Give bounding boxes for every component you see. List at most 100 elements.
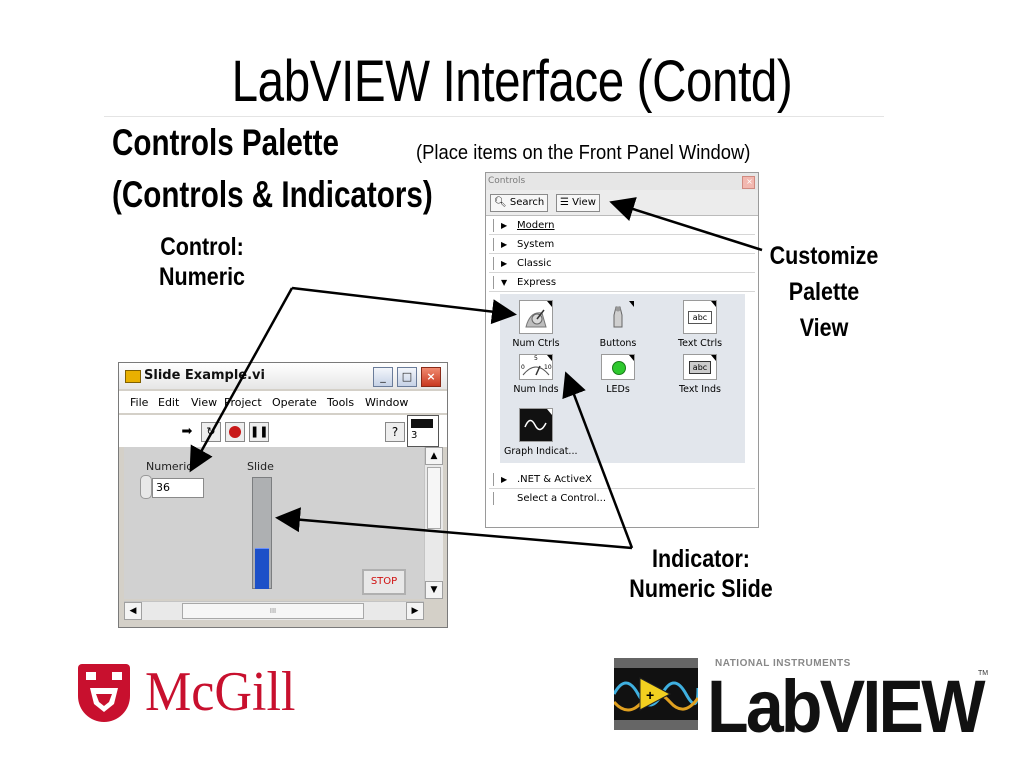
palette-category-modern[interactable]: ▶ Modern	[489, 217, 755, 235]
palette-item-graph-indicators[interactable]: Graph Indicat...	[504, 408, 577, 457]
submenu-triangle-icon	[711, 301, 716, 307]
numeric-increment-decrement[interactable]	[140, 475, 152, 499]
callout-customize-line1: Customize	[769, 242, 879, 270]
expand-arrow-icon: ▶	[501, 475, 508, 484]
submenu-triangle-icon	[547, 409, 552, 415]
palette-item-label: Buttons	[599, 338, 637, 349]
text-ctrl-sample: abc	[688, 311, 712, 324]
scroll-right-icon[interactable]: ▶	[406, 602, 424, 620]
callout-indicator-slide: Indicator: Numeric Slide	[611, 544, 792, 604]
palette-item-text-ctrls[interactable]: abc Text Ctrls	[668, 300, 732, 349]
menu-window[interactable]: Window	[365, 396, 409, 409]
palette-view-label: View	[572, 197, 596, 208]
arrow-indicator-to-slide	[275, 507, 633, 550]
arrow-customize-to-view-button	[609, 197, 763, 252]
title-divider	[104, 116, 884, 117]
heading-controls-palette: Controls Palette	[112, 122, 339, 163]
slide-title: LabVIEW Interface (Contd)	[231, 49, 793, 114]
labview-badge-logo: +	[612, 658, 700, 730]
category-label: Express	[517, 277, 557, 288]
front-panel-area: Numeric 36 Slide STOP	[124, 447, 424, 599]
palette-item-text-inds[interactable]: abc Text Inds	[668, 354, 732, 395]
slide-fill-level	[255, 548, 269, 589]
palette-close-button[interactable]: ×	[742, 176, 755, 189]
graph-indicators-icon	[519, 408, 553, 442]
palette-search-button[interactable]: 🔍︎ Search	[490, 194, 549, 212]
stop-button[interactable]: STOP	[362, 569, 406, 595]
palette-item-num-inds[interactable]: 0 5 10 Num Inds	[504, 354, 568, 395]
buttons-icon	[601, 300, 635, 334]
svg-text:+: +	[646, 687, 654, 703]
gauge-scale-mid: 5	[534, 355, 538, 362]
submenu-triangle-icon	[547, 355, 552, 361]
palette-item-num-ctrls[interactable]: Num Ctrls	[504, 300, 568, 349]
palette-category-classic[interactable]: ▶ Classic	[489, 255, 755, 273]
arrow-indicator-to-num-inds	[562, 371, 634, 549]
menu-view[interactable]: View	[191, 396, 218, 409]
express-items-area: Num Ctrls Buttons abc Text Ctrls 0 5 10	[500, 294, 745, 463]
vertical-scrollbar[interactable]: ▲ ▼	[424, 447, 443, 599]
menu-file[interactable]: File	[130, 396, 149, 409]
category-grip	[493, 257, 494, 270]
help-button[interactable]: ?	[385, 422, 405, 442]
menu-edit[interactable]: Edit	[158, 396, 180, 409]
labview-wordmark: LabVIEW	[707, 665, 985, 748]
palette-item-label: Num Inds	[513, 384, 559, 395]
vi-titlebar[interactable]: Slide Example.vi _ □ ×	[119, 363, 447, 389]
icon-grid-graphic	[411, 419, 433, 428]
numeric-control-field[interactable]: 36	[152, 478, 204, 498]
pause-icon[interactable]: ❚❚	[249, 422, 269, 442]
minimize-button[interactable]: _	[373, 367, 393, 387]
mcgill-shield-logo	[78, 664, 130, 722]
arrow-control-to-numeric-field	[189, 287, 294, 473]
trademark-symbol: TM	[978, 670, 989, 677]
palette-select-control[interactable]: Select a Control...	[489, 490, 755, 507]
palette-item-label: Text Ctrls	[677, 338, 723, 349]
palette-item-leds[interactable]: LEDs	[586, 354, 650, 395]
palette-view-button[interactable]: ☰ View	[556, 194, 600, 212]
gauge-scale-max: 10	[544, 364, 552, 371]
menu-project[interactable]: Project	[224, 396, 262, 409]
scroll-left-icon[interactable]: ◀	[124, 602, 142, 620]
callout-control-line1: Control:	[160, 233, 244, 261]
mcgill-wordmark: McGill	[145, 661, 296, 723]
palette-search-label: Search	[509, 197, 545, 208]
submenu-triangle-icon	[629, 301, 634, 307]
connector-pane-icon[interactable]: 3	[407, 415, 439, 447]
submenu-triangle-icon	[711, 355, 716, 361]
palette-category-express[interactable]: ▼ Express	[489, 274, 755, 292]
vi-toolbar: ➡ ↻ ❚❚ ? 3	[119, 415, 447, 447]
abort-icon	[229, 426, 241, 438]
palette-category-system[interactable]: ▶ System	[489, 236, 755, 254]
submenu-triangle-icon	[629, 355, 634, 361]
scroll-down-icon[interactable]: ▼	[425, 581, 443, 599]
category-grip	[493, 492, 494, 505]
callout-control-numeric: Control: Numeric	[147, 232, 257, 292]
horizontal-scrollbar[interactable]: ◀ III ▶	[124, 601, 424, 620]
labview-vi-icon	[125, 370, 141, 383]
controls-palette: Controls × 🔍︎ Search ☰ View ▶ Modern ▶ S…	[485, 172, 759, 528]
scroll-up-icon[interactable]: ▲	[425, 447, 443, 465]
numeric-label: Numeric	[146, 460, 193, 473]
palette-item-buttons[interactable]: Buttons	[586, 300, 650, 349]
palette-titlebar: Controls ×	[486, 173, 758, 190]
menu-tools[interactable]: Tools	[327, 396, 355, 409]
palette-item-label: LEDs	[606, 384, 630, 395]
callout-control-line2: Numeric	[158, 263, 246, 291]
callout-indicator-line2: Numeric Slide	[629, 575, 773, 603]
vi-window-title: Slide Example.vi	[144, 368, 265, 383]
run-arrow-icon[interactable]: ➡	[177, 422, 197, 442]
palette-title: Controls	[488, 176, 526, 186]
palette-category-dotnet-activex[interactable]: ▶ .NET & ActiveX	[489, 471, 755, 489]
callout-indicator-line1: Indicator:	[652, 545, 750, 573]
text-ctrls-icon: abc	[683, 300, 717, 334]
text-inds-icon: abc	[683, 354, 717, 380]
menu-operate[interactable]: Operate	[272, 396, 317, 409]
abort-button[interactable]	[225, 422, 245, 442]
close-button[interactable]: ×	[421, 367, 441, 387]
horizontal-scroll-thumb[interactable]: III	[182, 603, 364, 619]
maximize-button[interactable]: □	[397, 367, 417, 387]
vi-menubar: File Edit View Project Operate Tools Win…	[119, 391, 447, 413]
vertical-scroll-thumb[interactable]	[427, 467, 441, 529]
